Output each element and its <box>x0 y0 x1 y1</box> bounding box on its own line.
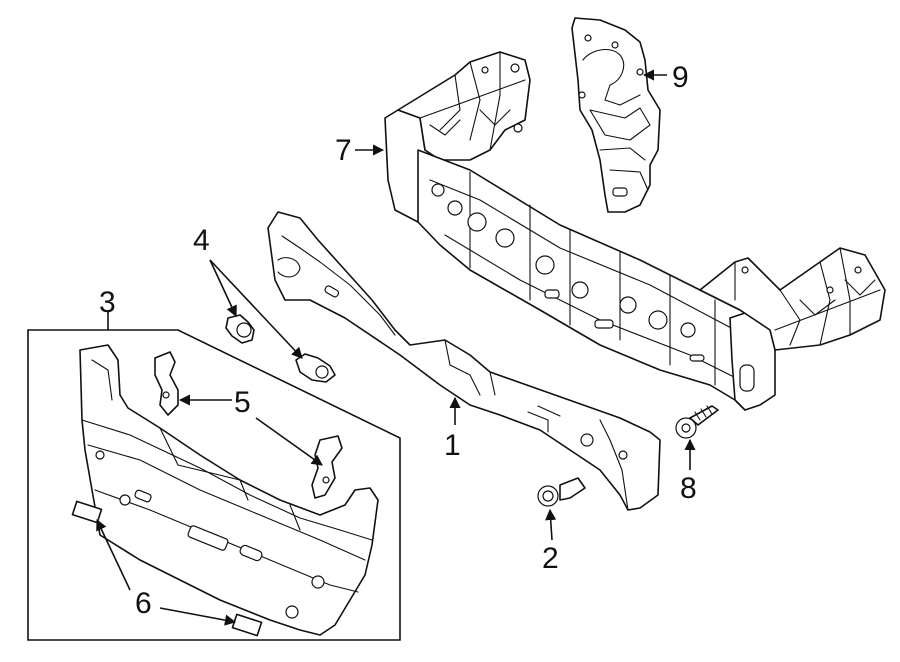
side-bracket-part-9 <box>571 17 661 213</box>
push-clip-part-4a <box>225 314 255 344</box>
energy-absorber-part-1 <box>267 211 661 511</box>
callout-4: 4 <box>193 224 210 257</box>
small-bracket-part-5b <box>311 435 343 499</box>
callout-6: 6 <box>135 587 152 620</box>
small-bracket-part-5a <box>154 351 179 416</box>
callout-8: 8 <box>680 472 697 505</box>
push-pin-part-2 <box>537 477 586 507</box>
callout-1: 1 <box>444 429 461 462</box>
leader-lines <box>96 69 696 626</box>
push-clip-part-4b <box>295 353 336 383</box>
pad-part-6a <box>71 500 103 524</box>
reinforcement-beam-part-7 <box>384 51 886 411</box>
callout-2: 2 <box>542 542 559 575</box>
callout-3: 3 <box>99 286 116 319</box>
part-3-inset-frame <box>27 329 401 641</box>
callout-7: 7 <box>335 134 352 167</box>
callout-9: 9 <box>672 61 689 94</box>
lower-bracket-part-3 <box>79 344 379 636</box>
callout-5: 5 <box>234 386 251 419</box>
bolt-part-8 <box>675 405 719 439</box>
pad-part-6b <box>231 613 263 637</box>
